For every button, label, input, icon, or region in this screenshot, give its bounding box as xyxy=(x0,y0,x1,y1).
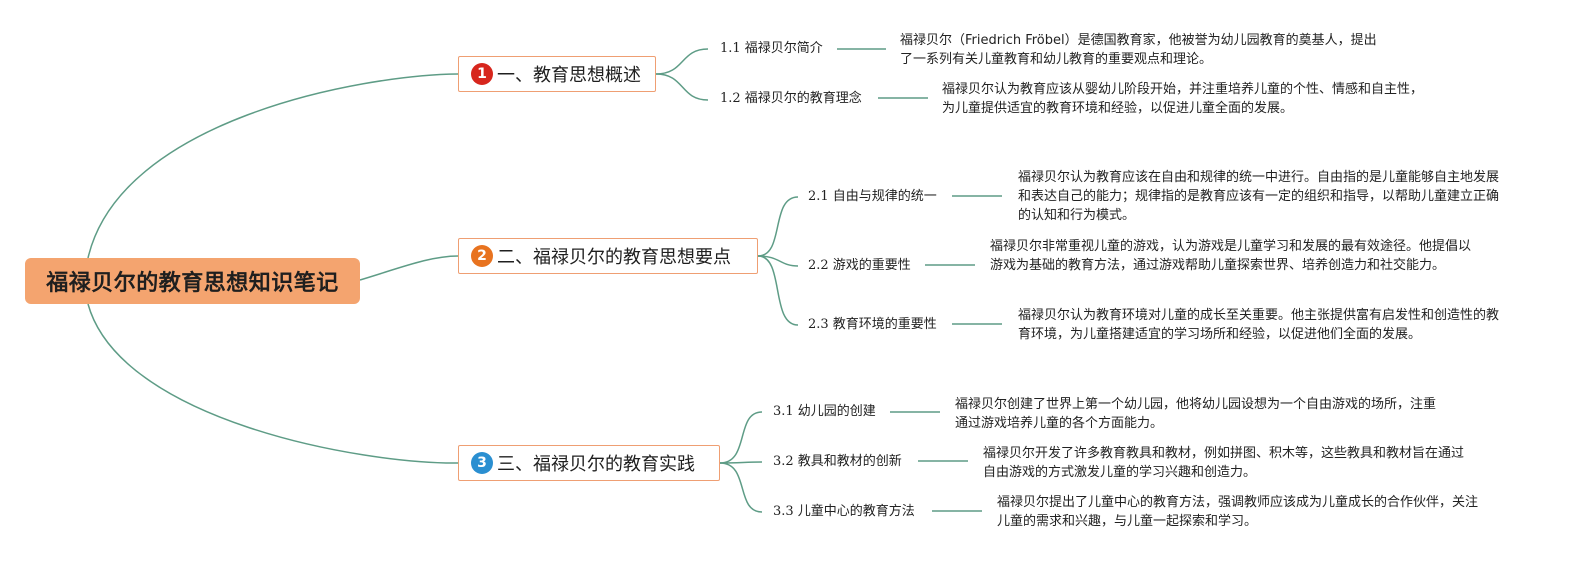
note-3-1: 福禄贝尔创建了世界上第一个幼儿园，他将幼儿园设想为一个自由游戏的场所，注重通过游… xyxy=(955,397,1437,431)
subtopic-2-2[interactable]: 2.2 游戏的重要性 xyxy=(808,258,911,273)
number-badge-2: 2 xyxy=(471,245,493,267)
connector-root-branch-2 xyxy=(359,255,459,281)
subtopic-3-1[interactable]: 3.1 幼儿园的创建 xyxy=(773,404,876,419)
note-2-2: 福禄贝尔非常重视儿童的游戏，认为游戏是儿童学习和发展的最有效途径。他提倡以游戏为… xyxy=(990,239,1472,273)
note-1-1: 福禄贝尔（Friedrich Fröbel）是德国教育家，他被誉为幼儿园教育的奠… xyxy=(900,33,1377,67)
connector-1-1 xyxy=(655,48,709,75)
branch-title-3: 三、福禄贝尔的教育实践 xyxy=(497,454,695,475)
subtopic-2-3[interactable]: 2.3 教育环境的重要性 xyxy=(808,317,937,332)
connector-root-branch-1 xyxy=(87,73,459,259)
branch-topic-1[interactable]: 1 一、教育思想概述 xyxy=(458,56,656,92)
branch-title-1: 一、教育思想概述 xyxy=(497,65,641,86)
number-badge-1: 1 xyxy=(471,63,493,85)
connector-2-1 xyxy=(757,196,799,257)
note-2-1: 福禄贝尔认为教育应该在自由和规律的统一中进行。自由指的是儿童能够自主地发展和表达… xyxy=(1018,170,1500,223)
branch-title-2: 二、福禄贝尔的教育思想要点 xyxy=(497,247,731,268)
note-3-3: 福禄贝尔提出了儿童中心的教育方法，强调教师应该成为儿童成长的合作伙伴，关注儿童的… xyxy=(997,495,1479,529)
note-2-3: 福禄贝尔认为教育环境对儿童的成长至关重要。他主张提供富有启发性和创造性的教育环境… xyxy=(1018,308,1500,342)
connector-3-1 xyxy=(719,411,763,464)
subtopic-2-1[interactable]: 2.1 自由与规律的统一 xyxy=(808,189,937,204)
subtopic-1-1[interactable]: 1.1 福禄贝尔简介 xyxy=(720,41,823,56)
connector-1-2 xyxy=(655,73,709,101)
root-title: 福禄贝尔的教育思想知识笔记 xyxy=(46,271,339,296)
subtopic-1-2[interactable]: 1.2 福禄贝尔的教育理念 xyxy=(720,91,862,106)
note-1-2: 福禄贝尔认为教育应该从婴幼儿阶段开始，并注重培养儿童的个性、情感和自主性，为儿童… xyxy=(942,82,1424,116)
subtopic-3-3[interactable]: 3.3 儿童中心的教育方法 xyxy=(773,504,915,519)
connector-2-3 xyxy=(757,255,799,326)
connector-3-3 xyxy=(719,462,763,513)
root-topic[interactable]: 福禄贝尔的教育思想知识笔记 xyxy=(25,258,360,304)
branch-topic-3[interactable]: 3 三、福禄贝尔的教育实践 xyxy=(458,445,720,481)
subtopic-3-2[interactable]: 3.2 教具和教材的创新 xyxy=(773,454,902,469)
number-badge-3: 3 xyxy=(471,452,493,474)
connector-root-branch-3 xyxy=(87,303,459,464)
note-3-2: 福禄贝尔开发了许多教育教具和教材，例如拼图、积木等，这些教具和教材旨在通过自由游… xyxy=(983,446,1465,480)
branch-topic-2[interactable]: 2 二、福禄贝尔的教育思想要点 xyxy=(458,238,758,274)
